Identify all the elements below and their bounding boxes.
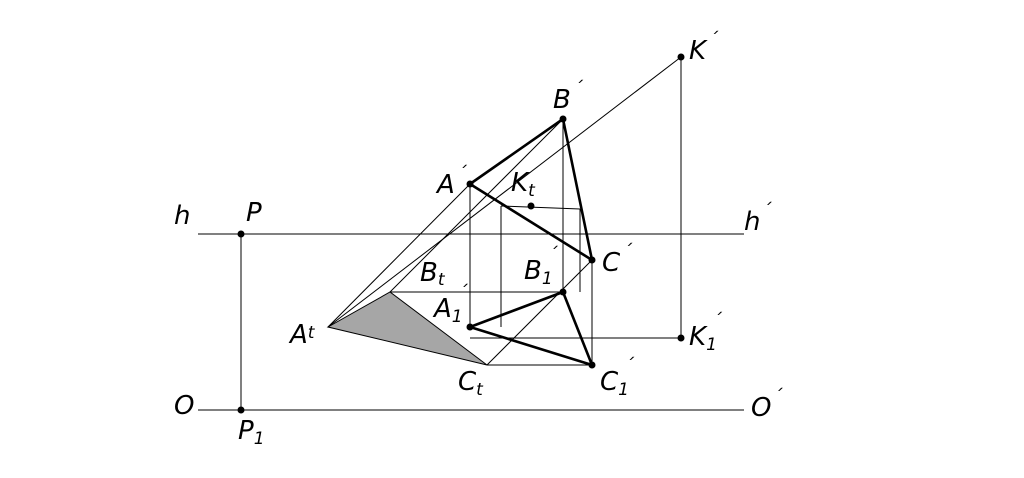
point-c1-prime <box>588 361 596 369</box>
label-k-prime: K´ <box>689 29 719 66</box>
label-h: h <box>174 201 190 231</box>
point-k1-prime <box>677 334 685 342</box>
point-b-prime <box>559 115 567 123</box>
label-b1-prime: B1´ <box>524 244 559 289</box>
label-c-prime: C´ <box>602 241 633 278</box>
at-to-k-line <box>327 56 682 328</box>
point-a1-prime <box>466 323 474 331</box>
label-at: At <box>288 320 316 350</box>
label-o-prime: O´ <box>751 386 783 423</box>
label-ct: Ct <box>458 367 484 400</box>
bt-to-b-prime <box>389 118 564 293</box>
labels: h h´ P P1 O O´ K´ K1´ Kt B´ A´ C´ Bt B1´… <box>174 29 783 449</box>
ct-to-c-prime <box>486 259 593 366</box>
label-bt: Bt <box>420 258 446 290</box>
label-kt: Kt <box>511 168 536 201</box>
point-a-prime <box>466 180 474 188</box>
point-p <box>237 230 245 238</box>
label-k1-prime: K1´ <box>689 310 723 355</box>
point-p1 <box>237 406 245 414</box>
label-b-prime: B´ <box>553 78 584 115</box>
label-a-prime: A´ <box>435 163 468 200</box>
at-to-a-prime <box>327 183 471 328</box>
label-h-prime: h´ <box>744 200 772 237</box>
point-kt <box>527 202 535 210</box>
triangle-abc-prime <box>468 117 594 262</box>
label-p: P <box>246 198 262 228</box>
kt-horizontal <box>500 205 581 210</box>
label-c1-prime: C1´ <box>600 355 635 400</box>
label-o: O <box>174 391 194 421</box>
triangle-abc1-prime <box>468 290 594 367</box>
point-k-prime <box>677 53 685 61</box>
construction-lines <box>198 56 744 411</box>
point-c-prime <box>588 256 596 264</box>
shaded-triangle <box>326 291 488 366</box>
points <box>237 53 685 414</box>
point-b1-prime <box>559 288 567 296</box>
thick-edges <box>468 117 594 367</box>
label-a1-prime: A1´ <box>432 282 469 327</box>
label-p1: P1 <box>238 416 265 449</box>
